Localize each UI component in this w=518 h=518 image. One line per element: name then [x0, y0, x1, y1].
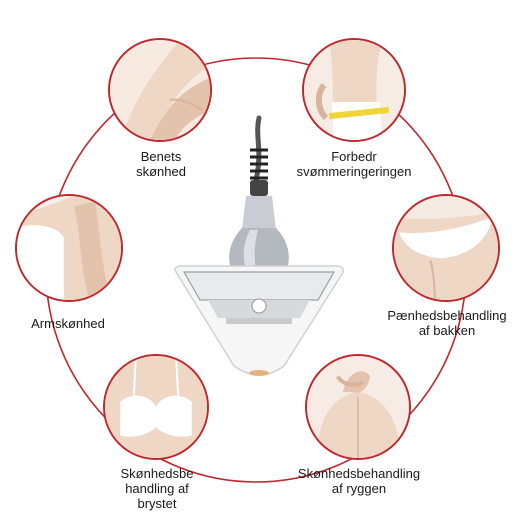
arm-photo-icon — [15, 194, 123, 302]
legs-photo-icon — [108, 38, 212, 142]
label-waist: Forbedr svømmeringeringen — [296, 149, 412, 179]
label-back: Skønhedsbehandling af ryggen — [297, 466, 421, 496]
label-chest: Skønhedsbe handling af brystet — [120, 466, 194, 511]
chest-photo-icon — [103, 354, 209, 460]
label-hips: Pænhedsbehandling af bakken — [387, 308, 507, 338]
hips-photo-icon — [392, 194, 500, 302]
waist-measure-photo-icon — [302, 38, 406, 142]
back-photo-icon — [305, 354, 411, 460]
label-legs: Benets skønhed — [136, 149, 186, 179]
label-arm: Armskønhed — [31, 316, 105, 331]
